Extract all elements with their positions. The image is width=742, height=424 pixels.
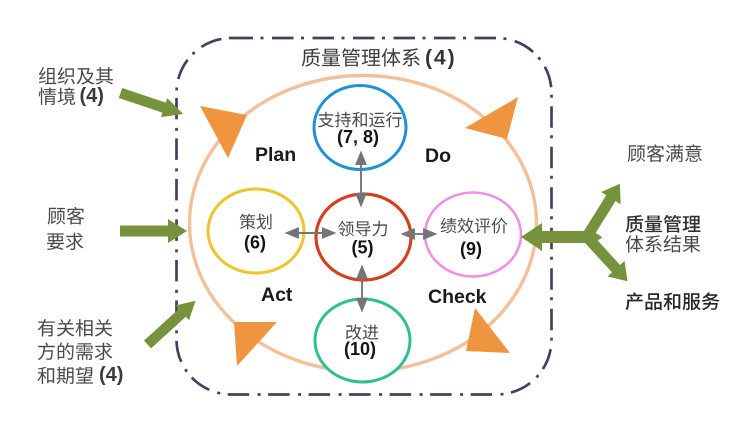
svg-text:(10): (10) xyxy=(344,339,376,359)
svg-text:(4): (4) xyxy=(80,85,104,107)
svg-text:(7, 8): (7, 8) xyxy=(337,127,379,147)
svg-text:(4): (4) xyxy=(425,47,457,70)
svg-text:(9): (9) xyxy=(460,239,482,259)
svg-text:Act: Act xyxy=(261,284,293,306)
svg-text:(6): (6) xyxy=(244,233,266,253)
svg-text:(5): (5) xyxy=(352,238,374,258)
svg-text:Plan: Plan xyxy=(255,144,296,166)
svg-text:(4): (4) xyxy=(99,364,123,386)
svg-text:Do: Do xyxy=(425,145,451,167)
svg-text:Check: Check xyxy=(428,286,487,308)
